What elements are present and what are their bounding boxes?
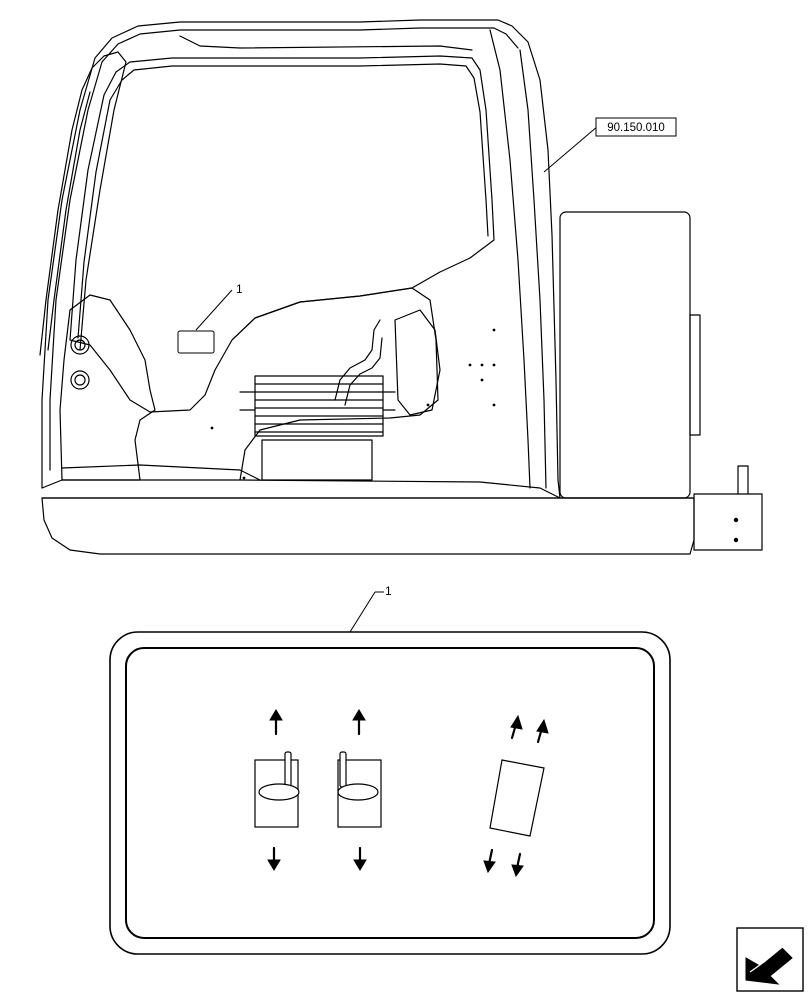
cab-illustration [39, 19, 763, 555]
heater-core [239, 375, 396, 481]
bracket-panel [394, 309, 441, 416]
floor-inner [61, 464, 261, 481]
callout-number: 1 [385, 584, 392, 598]
step-hole-2 [733, 537, 739, 543]
direction-arrows [267, 709, 549, 878]
pillar-channel [47, 91, 91, 351]
tilted-panel-icon [489, 759, 545, 837]
arrow-up-left-icon [269, 709, 283, 736]
callout-number: 1 [236, 282, 243, 296]
decal-outer-border [109, 631, 671, 955]
arrow-diag-up-1-icon [510, 714, 523, 740]
fastener-dots [210, 328, 496, 480]
heater-hose-2 [344, 337, 383, 406]
cab-floor [41, 479, 561, 499]
side-step [693, 493, 763, 551]
rear-housing-lip [689, 314, 701, 436]
decal-location-marker [177, 330, 215, 354]
window-inner-frame [77, 63, 489, 339]
left-console [59, 294, 156, 481]
decal-detail: 1 [109, 584, 671, 955]
rear-wall-panel [231, 287, 439, 481]
arrow-down-left-icon [267, 846, 281, 871]
console-knob-1 [70, 335, 90, 355]
console-knob-1-inner [74, 339, 86, 351]
rear-housing [559, 211, 691, 499]
step-hole-1 [733, 517, 739, 523]
arrow-diag-up-2-icon [536, 718, 549, 744]
heater-hose [334, 319, 381, 401]
next-page-arrow-icon[interactable] [736, 927, 804, 992]
console-knob-2 [70, 370, 90, 390]
step-bracket [737, 465, 749, 495]
arrow-diag-down-1-icon [483, 848, 496, 874]
roof-seam [179, 35, 473, 51]
decal-inner-border [125, 647, 655, 939]
reference-code: 90.150.010 [607, 122, 665, 134]
rear-pillar [489, 29, 531, 489]
arrow-up-right-icon [352, 709, 366, 736]
lever-left-icon [254, 751, 300, 828]
lever-right-icon [337, 751, 382, 828]
window-frame [69, 55, 495, 413]
front-pillar [39, 51, 127, 356]
console-knob-2-inner [74, 374, 86, 386]
arrow-diag-down-2-icon [511, 852, 524, 878]
cab-inner-frame [49, 27, 519, 471]
reference-callout: 90.150.010 [543, 117, 677, 173]
rear-pillar-inner [519, 49, 547, 489]
callout-1-top: 1 [195, 282, 243, 331]
cab-outer-frame [41, 19, 561, 499]
base-skirt [41, 497, 695, 555]
arrow-down-right-icon [353, 846, 367, 871]
